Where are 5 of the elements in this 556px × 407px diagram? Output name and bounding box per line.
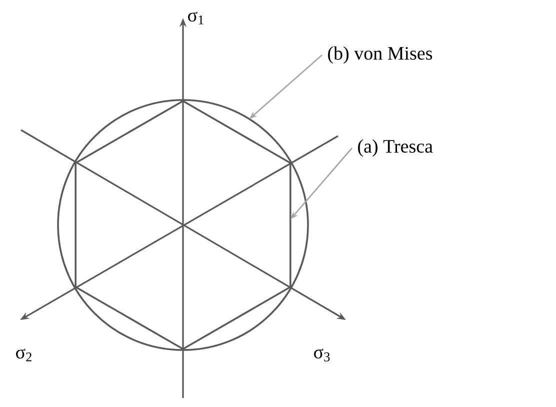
axis-label: σ$_{3}$ — [314, 348, 330, 362]
axis-label: σ$_{1}$ — [188, 12, 204, 24]
callout-label: (a) Tresca — [358, 139, 433, 157]
axis-label: σ$_{2}$ — [16, 348, 32, 362]
callout-label: (b) von Mises — [328, 46, 432, 64]
